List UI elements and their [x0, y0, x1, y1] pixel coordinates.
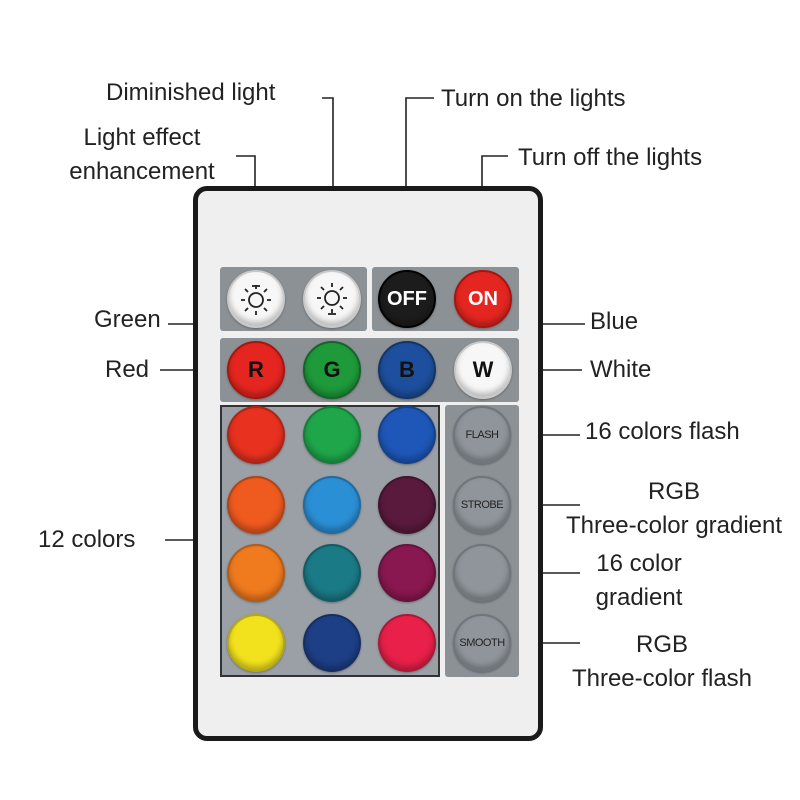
color-button-8[interactable]: [303, 544, 361, 602]
label-rgb-flash-line2: Three-color flash: [571, 665, 753, 692]
color-button-4[interactable]: [227, 476, 285, 534]
label-rgb-gradient-line1: RGB: [647, 478, 700, 505]
label-16-gradient-line1: 16 color: [596, 550, 682, 577]
label-12-colors: 12 colors: [38, 526, 136, 553]
label-rgb-gradient-line2: Three-color gradient: [565, 512, 783, 539]
brightness-down-button[interactable]: [303, 270, 361, 328]
color-button-10[interactable]: [227, 614, 285, 672]
label-16-color-gradient: 16 color gradient: [580, 547, 698, 615]
white-button[interactable]: W: [454, 341, 512, 399]
color-button-6[interactable]: [378, 476, 436, 534]
sun-down-icon: [317, 283, 347, 315]
color-button-12[interactable]: [378, 614, 436, 672]
on-button[interactable]: ON: [454, 270, 512, 328]
color-button-5[interactable]: [303, 476, 361, 534]
flash-button[interactable]: FLASH: [453, 406, 511, 464]
label-white: White: [590, 356, 652, 383]
flash-button-label: FLASH: [465, 429, 499, 441]
fade-button[interactable]: [453, 544, 511, 602]
off-button[interactable]: OFF: [378, 270, 436, 328]
label-16-colors-flash: 16 colors flash: [585, 418, 740, 445]
smooth-button[interactable]: SMOOTH: [453, 614, 511, 672]
red-button-label: R: [248, 357, 264, 382]
color-button-1[interactable]: [227, 406, 285, 464]
color-button-2[interactable]: [303, 406, 361, 464]
red-button[interactable]: R: [227, 341, 285, 399]
green-button-label: G: [323, 357, 341, 382]
label-enhancement-line1: Light effect: [83, 124, 201, 151]
off-button-label: OFF: [387, 287, 427, 310]
smooth-button-label: SMOOTH: [459, 637, 505, 649]
color-button-7[interactable]: [227, 544, 285, 602]
brightness-up-button[interactable]: [227, 270, 285, 328]
blue-button[interactable]: B: [378, 341, 436, 399]
label-red: Red: [105, 356, 150, 383]
white-button-label: W: [472, 357, 494, 382]
color-button-3[interactable]: [378, 406, 436, 464]
label-turn-on: Turn on the lights: [441, 85, 626, 112]
on-button-label: ON: [468, 287, 498, 310]
label-green: Green: [94, 306, 161, 333]
label-diminished-light: Diminished light: [106, 79, 276, 106]
label-rgb-flash: RGB Three-color flash: [550, 628, 774, 696]
sun-up-icon: [241, 285, 271, 315]
label-enhancement-line2: enhancement: [69, 158, 215, 185]
blue-button-label: B: [399, 357, 415, 382]
green-button[interactable]: G: [303, 341, 361, 399]
color-button-11[interactable]: [303, 614, 361, 672]
label-blue: Blue: [590, 308, 639, 335]
label-light-effect-enhancement: Light effect enhancement: [56, 121, 228, 189]
label-turn-off: Turn off the lights: [518, 144, 703, 171]
strobe-button[interactable]: STROBE: [453, 476, 511, 534]
label-16-gradient-line2: gradient: [595, 584, 683, 611]
label-rgb-gradient: RGB Three-color gradient: [548, 475, 800, 543]
strobe-button-label: STROBE: [460, 499, 504, 511]
color-button-9[interactable]: [378, 544, 436, 602]
label-rgb-flash-line1: RGB: [635, 631, 688, 658]
